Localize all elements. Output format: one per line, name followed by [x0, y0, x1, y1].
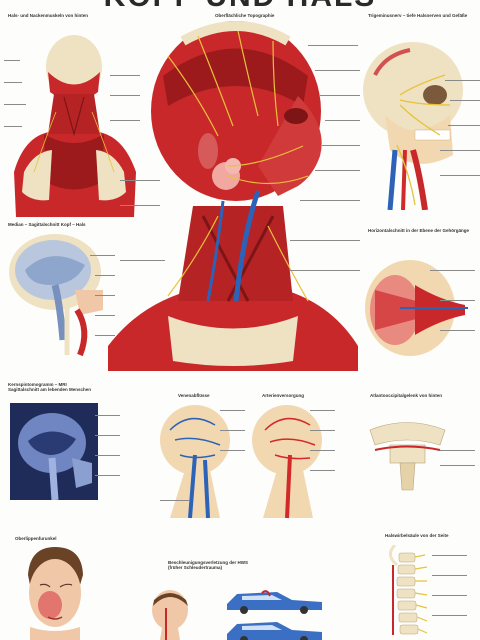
panel-title-surface-topography: Oberflächliche Topographie — [215, 13, 275, 18]
panel-title-whiplash: Beschleunigungsverletzung der HWS (frühe… — [168, 560, 249, 570]
leader-line — [95, 475, 120, 476]
panel-title-cervical-spine: Halswirbelsäule von der Seite — [385, 533, 449, 538]
leader-line — [300, 200, 360, 201]
veins-illustration — [160, 405, 230, 519]
leader-line — [315, 70, 360, 71]
leader-line — [95, 435, 120, 436]
mri-image — [10, 403, 98, 500]
surface-topography-illustration — [108, 21, 358, 371]
leader-line — [110, 120, 140, 121]
leader-line — [160, 500, 190, 501]
trigeminus-illustration — [363, 42, 463, 210]
leader-line — [432, 575, 467, 576]
atlanto-illustration — [369, 422, 446, 491]
whiplash-head-illustration — [152, 590, 188, 640]
leader-line — [440, 300, 475, 301]
leader-line — [432, 595, 467, 596]
leader-line — [440, 150, 480, 151]
leader-line — [310, 450, 335, 451]
leader-line — [95, 415, 120, 416]
cervical-spine-illustration — [389, 545, 428, 635]
leader-line — [450, 100, 480, 101]
panel-title-furuncle: Oberlippenfurunkel — [15, 536, 57, 541]
panel-title-median-sagittal: Median – Sagittalschnitt Kopf – Hals — [8, 222, 86, 227]
leader-line — [4, 60, 20, 61]
panel-title-veins: Venenabflüsse — [178, 393, 210, 398]
neck-muscles-back-illustration — [14, 35, 136, 217]
leader-line — [430, 270, 475, 271]
leader-line — [440, 450, 475, 451]
leader-line — [440, 330, 475, 331]
poster-title: KOPF UND HALS — [0, 0, 480, 14]
panel-title-horizontal-section: Horizontalschnitt in der Ebene der Gehör… — [368, 228, 470, 233]
leader-line — [110, 75, 140, 76]
leader-line — [445, 80, 480, 81]
panel-title-atlanto: Atlantooccipitalgelenk von hinten — [370, 393, 443, 398]
whiplash-car-1 — [227, 590, 322, 614]
furuncle-illustration — [28, 547, 83, 640]
leader-line — [290, 270, 360, 271]
leader-line — [220, 410, 245, 411]
median-sagittal-illustration — [9, 234, 103, 357]
leader-line — [432, 555, 467, 556]
leader-line — [90, 255, 115, 256]
leader-line — [220, 430, 245, 431]
leader-line — [95, 275, 115, 276]
leader-line — [120, 260, 165, 261]
leader-line — [448, 125, 480, 126]
panel-title-trigeminus: Trigeminusnerv – tiefe Halsnerven und Ge… — [368, 13, 468, 18]
leader-line — [325, 120, 360, 121]
leader-line — [220, 450, 245, 451]
panel-title-arteries: Arterienversorgung — [262, 393, 305, 398]
leader-line — [440, 465, 475, 466]
leader-line — [310, 430, 335, 431]
leader-line — [310, 470, 335, 471]
leader-line — [308, 45, 358, 46]
leader-line — [110, 95, 140, 96]
leader-line — [315, 170, 360, 171]
leader-line — [95, 455, 120, 456]
panel-title-mri: Kernspintomogramm – MRI Sagittalschnitt … — [8, 382, 92, 392]
leader-line — [310, 410, 335, 411]
leader-line — [95, 295, 115, 296]
horizontal-section-illustration — [365, 260, 468, 356]
leader-line — [4, 126, 22, 127]
arteries-illustration — [252, 405, 322, 519]
leader-line — [322, 145, 360, 146]
leader-line — [290, 240, 360, 241]
leader-line — [432, 615, 467, 616]
leader-line — [95, 315, 115, 316]
leader-line — [440, 175, 480, 176]
leader-line — [95, 335, 115, 336]
panel-title-neck-muscles-back: Hals- und Nackenmuskeln von hinten — [8, 13, 89, 18]
leader-line — [320, 95, 360, 96]
leader-line — [120, 205, 160, 206]
leader-line — [120, 180, 160, 181]
leader-line — [4, 104, 26, 105]
leader-line — [4, 82, 22, 83]
whiplash-car-2 — [227, 622, 322, 640]
